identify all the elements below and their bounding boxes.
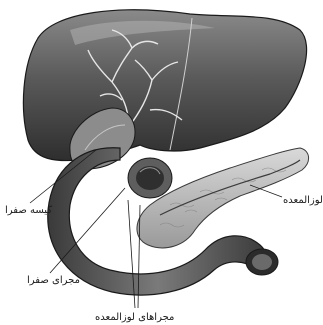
label-pancreas: لوزالمعده	[283, 195, 323, 206]
label-common-bile-duct: مجرای صفرا	[27, 275, 80, 286]
label-gallbladder: کیسه صفرا	[5, 205, 52, 216]
label-pancreatic-ducts: مجراهای لوزالمعده	[95, 312, 174, 323]
liver	[23, 10, 306, 161]
